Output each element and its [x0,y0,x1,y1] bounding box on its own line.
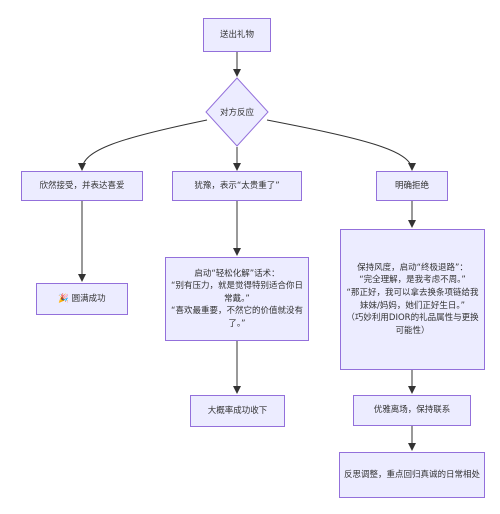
node-send-gift-label: 送出礼物 [219,29,254,40]
node-exit-keep-contact: 优雅离场，保持联系 [353,395,471,426]
node-hesitate-label: 犹豫，表示“太贵重了” [194,180,280,191]
node-reflect: 反思调整，重点回归真诚的日常相处 [339,452,485,498]
node-soft-script: 启动“轻松化解”话术： “别有压力，就是觉得特别适合你日常戴。” “喜欢最重要，… [165,257,309,341]
node-reflect-label: 反思调整，重点回归真诚的日常相处 [344,469,481,480]
node-accept-label: 欣然接受，并表达喜爱 [39,180,125,191]
decision-diamond [205,77,269,147]
node-exit-keep-contact-label: 优雅离场，保持联系 [373,405,451,416]
node-accept: 欣然接受，并表达喜爱 [21,171,143,201]
node-success: 🎉 圆满成功 [36,283,128,315]
node-graceful-retreat: 保持风度，启动“终极退路”： “完全理解，是我考虑不周。” “那正好，我可以拿去… [340,229,485,370]
node-hesitate: 犹豫，表示“太贵重了” [172,171,302,201]
edge-reaction-to-refuse [266,119,416,171]
node-likely-accept: 大概率成功收下 [190,395,285,427]
node-graceful-retreat-label: 保持风度，启动“终极退路”： “完全理解，是我考虑不周。” “那正好，我可以拿去… [346,262,479,336]
edge-reaction-to-accept [78,119,208,171]
node-refuse: 明确拒绝 [376,171,448,201]
node-soft-script-label: 启动“轻松化解”话术： “别有压力，就是觉得特别适合你日常戴。” “喜欢最重要，… [171,268,303,329]
decision-label: 对方反应 [219,108,254,118]
node-success-label: 🎉 圆满成功 [58,293,106,304]
node-refuse-label: 明确拒绝 [394,180,429,191]
node-likely-accept-label: 大概率成功收下 [207,405,268,416]
node-send-gift: 送出礼物 [203,18,271,52]
